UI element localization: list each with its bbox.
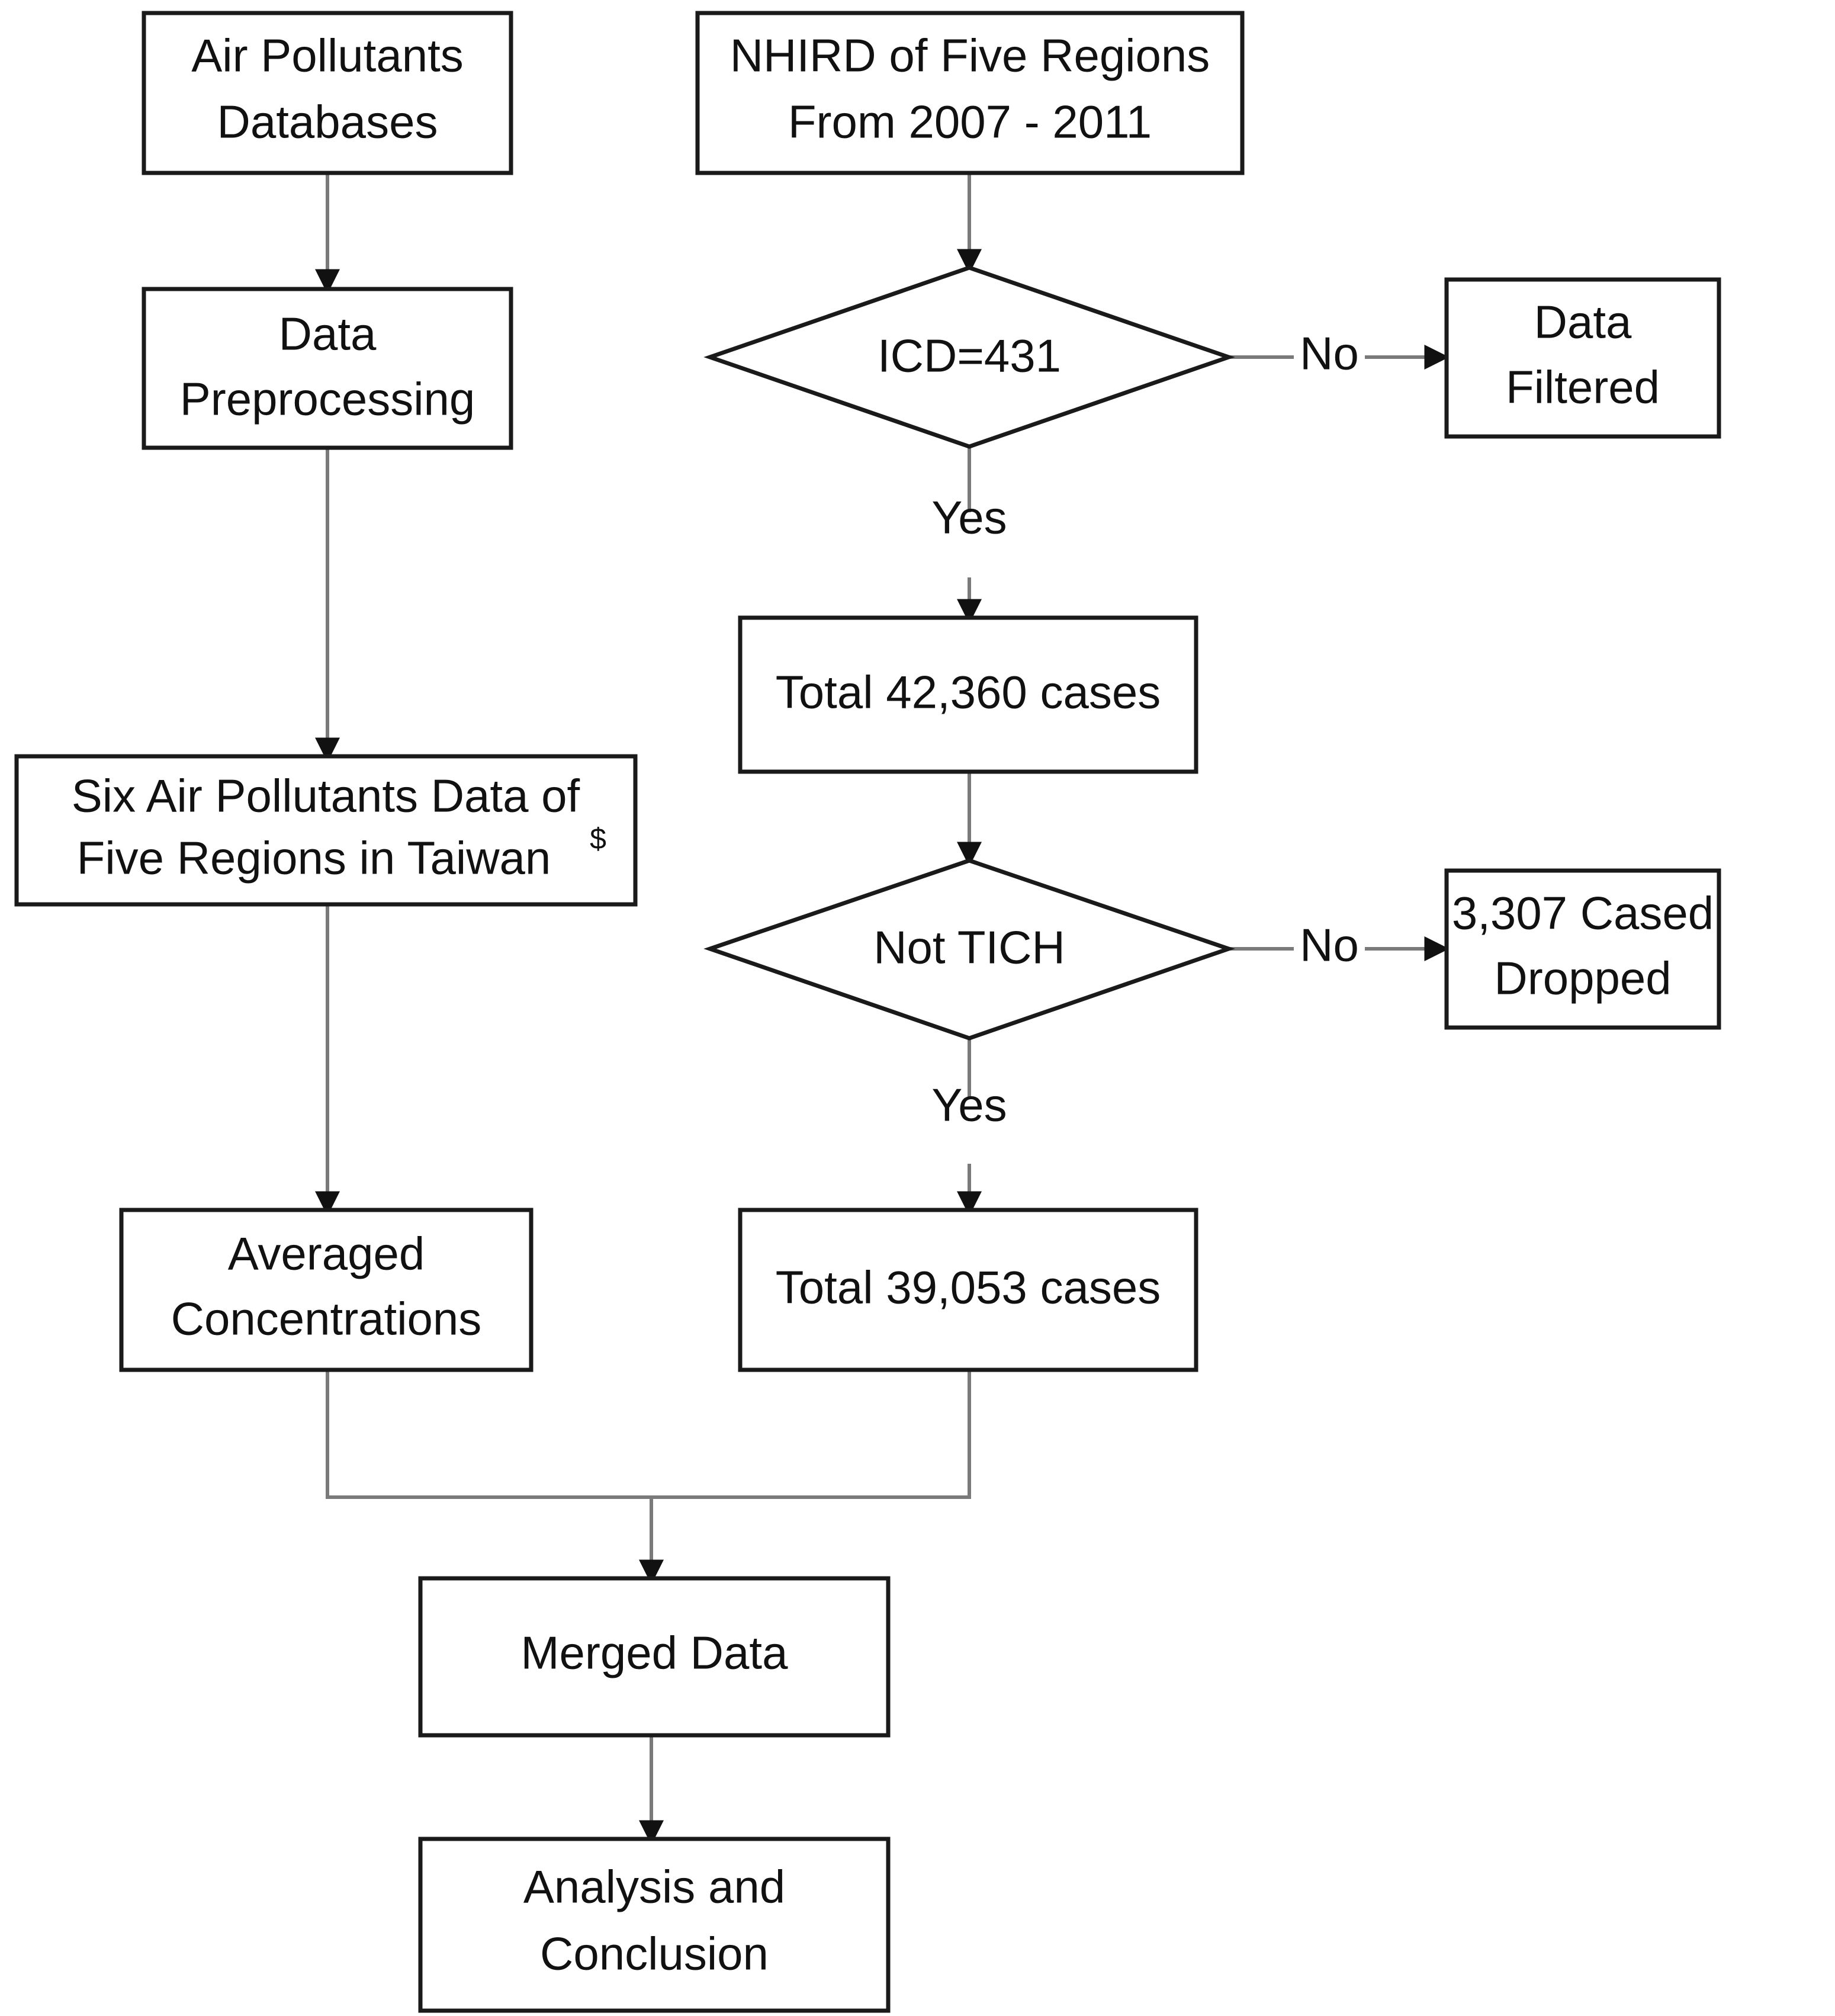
node-box [14,754,638,907]
node-line-1: Merged Data [521,1627,789,1679]
node-line-2: Conclusion [540,1928,769,1980]
node-superscript: $ [590,822,606,855]
node-line-1: Analysis and [523,1861,785,1913]
node-line-2: Dropped [1494,952,1671,1004]
node-box [142,11,513,175]
node-line-1: Six Air Pollutants Data of [72,770,580,822]
node-line-2: Filtered [1506,361,1660,413]
edge-label-icd-no: No [1300,328,1359,380]
edge-label-tich-no: No [1300,919,1359,971]
node-box [418,1837,891,2013]
node-line-1: 3,307 Cased [1452,887,1714,939]
node-line-2: From 2007 - 2011 [788,96,1152,148]
node-box [738,1208,1198,1372]
node-air-pollutants-databases[interactable]: Air Pollutants Databases [142,11,513,175]
node-averaged-concentrations[interactable]: Averaged Concentrations [119,1208,534,1372]
node-line-2: Preprocessing [180,373,475,425]
node-box [142,287,513,450]
edge-label-tich-yes: Yes [931,1079,1007,1131]
node-line-1: Total 42,360 cases [776,666,1161,718]
node-line-2: Five Regions in Taiwan [77,832,551,884]
decision-diamond [703,858,1235,1041]
node-line-1: Air Pollutants [191,30,464,82]
node-total-42360-cases[interactable]: Total 42,360 cases [738,615,1198,774]
node-box [738,615,1198,774]
node-cases-dropped[interactable]: 3,307 Cased Dropped [1444,868,1721,1030]
node-line-1: NHIRD of Five Regions [730,30,1210,82]
node-line-2: Concentrations [171,1293,482,1345]
node-box [695,11,1245,175]
node-total-39053-cases[interactable]: Total 39,053 cases [738,1208,1198,1372]
node-box [119,1208,534,1372]
node-line-1: Data [1534,296,1632,348]
node-nhird-five-regions[interactable]: NHIRD of Five Regions From 2007 - 2011 [695,11,1245,175]
node-six-air-pollutants-data[interactable]: Six Air Pollutants Data of Five Regions … [14,754,638,907]
node-line-1: Total 39,053 cases [776,1261,1161,1314]
node-box [1444,277,1721,439]
node-line-2: Databases [217,96,438,148]
decision-diamond [703,265,1235,449]
node-merged-data[interactable]: Merged Data [418,1576,891,1738]
node-not-tich-decision[interactable]: Not TICH [703,858,1235,1041]
node-box [418,1576,891,1738]
decision-label: Not TICH [873,922,1065,974]
edge-label-icd-yes: Yes [931,492,1007,544]
node-analysis-and-conclusion[interactable]: Analysis and Conclusion [418,1837,891,2013]
node-icd-431-decision[interactable]: ICD=431 [703,265,1235,449]
node-data-filtered[interactable]: Data Filtered [1444,277,1721,439]
node-box [1444,868,1721,1030]
node-data-preprocessing[interactable]: Data Preprocessing [142,287,513,450]
decision-label: ICD=431 [878,330,1061,382]
node-line-1: Averaged [228,1228,425,1280]
node-line-1: Data [279,308,377,360]
